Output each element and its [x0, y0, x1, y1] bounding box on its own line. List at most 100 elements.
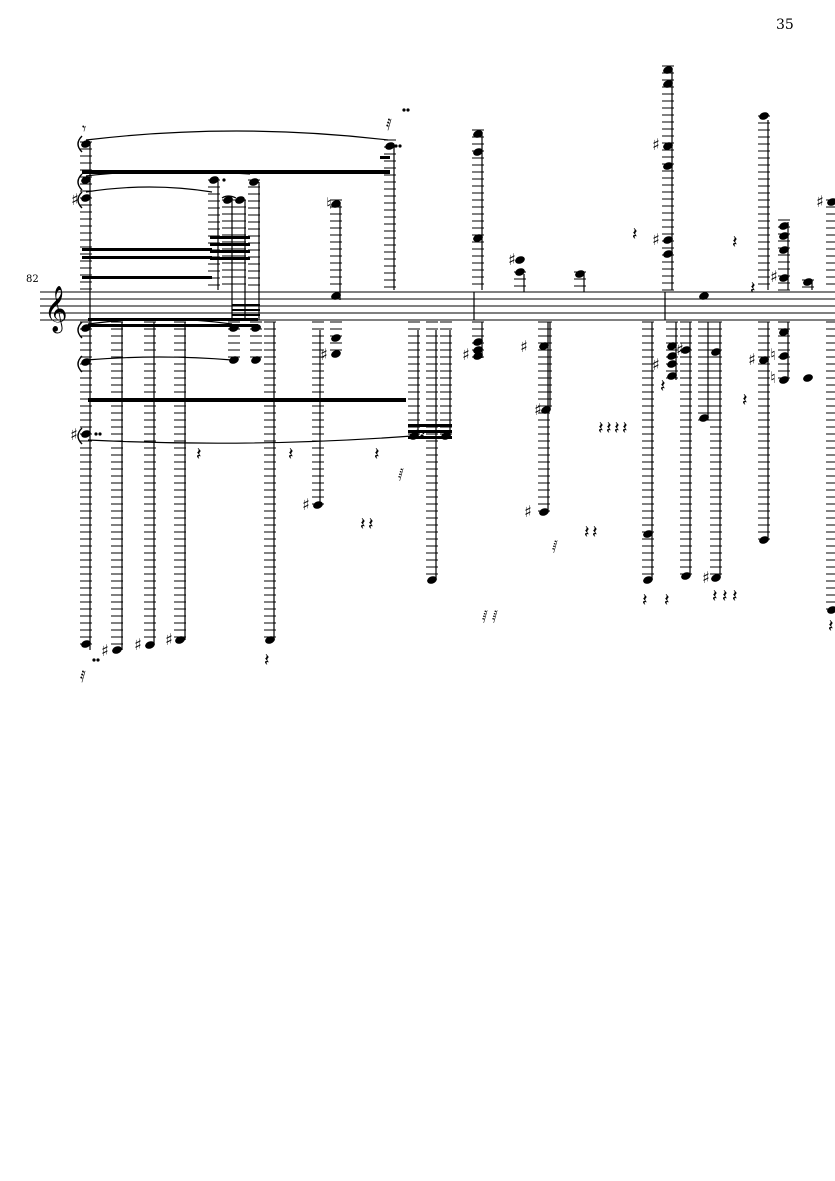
- notehead: [539, 342, 549, 350]
- augmentation-dot: [406, 108, 410, 112]
- augmentation-dot: [96, 658, 100, 662]
- beam: [232, 304, 260, 306]
- notehead: [313, 501, 323, 509]
- beam: [408, 436, 452, 439]
- quarter-rest-icon: 𝄽: [584, 522, 590, 543]
- notehead: [251, 324, 261, 332]
- sharp-icon: ♯: [534, 400, 542, 419]
- quarter-rest-icon: 𝄽: [660, 376, 666, 397]
- notehead: [759, 112, 769, 120]
- notehead: [81, 640, 91, 648]
- natural-icon: ♮: [326, 194, 332, 213]
- quarter-rest-icon: 𝄽: [622, 418, 628, 439]
- quarter-rest-icon: 𝄽: [288, 444, 294, 465]
- notehead: [779, 246, 789, 254]
- tie: [85, 130, 389, 141]
- notehead: [81, 176, 91, 184]
- sixty-fourth-rest-icon: 𝅁: [552, 538, 558, 554]
- notehead: [229, 324, 239, 332]
- ties: [85, 130, 425, 444]
- notehead: [81, 358, 91, 366]
- noteheads: [81, 66, 835, 662]
- treble-clef-icon: 𝄞: [44, 286, 68, 334]
- sharp-icon: ♯: [302, 495, 310, 514]
- tie: [87, 435, 413, 444]
- thirty-second-rest-icon: 𝅀: [80, 667, 86, 686]
- notehead: [539, 508, 549, 516]
- paren: [77, 173, 83, 191]
- quarter-rest-icon: 𝄽: [828, 616, 834, 637]
- paren: [77, 191, 83, 209]
- notehead: [473, 338, 483, 346]
- paren: [77, 427, 83, 445]
- notehead: [779, 274, 789, 282]
- notehead: [515, 268, 525, 276]
- sharp-icon: ♯: [462, 345, 470, 364]
- natural-icon: ♮: [770, 368, 776, 387]
- sharp-icon: ♯: [70, 425, 78, 444]
- arpeggio-parens: [77, 135, 83, 445]
- quarter-rest-icon: 𝄽: [732, 232, 738, 253]
- tie: [221, 195, 237, 199]
- accidentals-and-rests: ♯♯♯♯♯♮♯♯♯♯♯♯♯♯♯♯♯♯♯♯♮♮♯𝄽𝄽𝄽𝄽𝄽𝄽𝄽𝄽𝄽𝄽𝄽𝄽𝄽𝄽𝄽𝄽𝄽…: [70, 115, 834, 686]
- beams: [82, 156, 452, 439]
- quarter-rest-icon: 𝄽: [614, 418, 620, 439]
- notehead: [663, 162, 673, 170]
- beam: [82, 248, 212, 251]
- paren: [77, 135, 83, 153]
- augmentation-dot: [394, 144, 398, 148]
- beam: [380, 156, 390, 159]
- sharp-icon: ♯: [676, 340, 684, 359]
- beam: [408, 430, 452, 433]
- notehead: [209, 176, 219, 184]
- paren: [77, 355, 83, 373]
- beam: [210, 257, 250, 260]
- sharp-icon: ♯: [816, 192, 824, 211]
- notehead: [779, 328, 789, 336]
- sharp-icon: ♯: [652, 230, 660, 249]
- quarter-rest-icon: 𝄽: [264, 650, 270, 671]
- augmentation-dot: [398, 144, 402, 148]
- notehead: [473, 130, 483, 138]
- tie: [87, 318, 233, 325]
- sharp-icon: ♯: [702, 568, 710, 587]
- beam: [82, 276, 212, 279]
- barlines: [473, 292, 666, 320]
- notehead: [541, 406, 551, 414]
- notehead: [473, 352, 483, 360]
- notehead: [409, 432, 419, 440]
- quarter-rest-icon: 𝄽: [606, 418, 612, 439]
- notehead: [779, 352, 789, 360]
- beam: [88, 398, 406, 402]
- augmentation-dot: [420, 434, 424, 438]
- staff-lines: [40, 291, 835, 321]
- quarter-rest-icon: 𝄽: [732, 586, 738, 607]
- notehead: [803, 374, 813, 382]
- quarter-rest-icon: 𝄽: [642, 590, 648, 611]
- sharp-icon: ♯: [748, 350, 756, 369]
- notehead: [427, 576, 437, 584]
- quarter-rest-icon: 𝄽: [664, 590, 670, 611]
- notehead: [663, 142, 673, 150]
- sharp-icon: ♯: [165, 630, 173, 649]
- notehead: [473, 148, 483, 156]
- notehead: [81, 430, 91, 438]
- notehead: [265, 636, 275, 644]
- notehead: [827, 606, 835, 614]
- notehead: [711, 574, 721, 582]
- measure-number: 82: [26, 274, 39, 285]
- quarter-rest-icon: 𝄽: [360, 514, 366, 535]
- notehead: [699, 292, 709, 300]
- sharp-icon: ♯: [71, 190, 79, 209]
- sharp-icon: ♯: [508, 250, 516, 269]
- notehead: [331, 334, 341, 342]
- sharp-icon: ♯: [652, 135, 660, 154]
- sixty-fourth-rest-icon: 𝅁: [492, 608, 498, 624]
- quarter-rest-icon: 𝄽: [592, 522, 598, 543]
- notehead: [112, 646, 122, 654]
- augmentation-dot: [402, 108, 406, 112]
- quarter-rest-icon: 𝄽: [196, 444, 202, 465]
- notehead: [331, 350, 341, 358]
- sharp-icon: ♯: [770, 267, 778, 286]
